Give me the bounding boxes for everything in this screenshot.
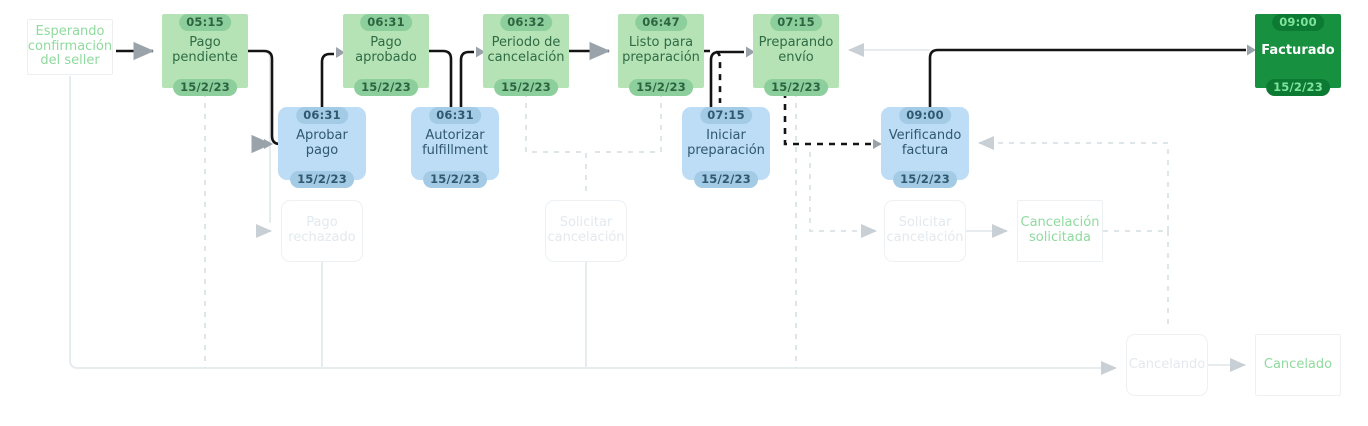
node-date-badge: 15/2/23 [1266,79,1330,96]
node-time-badge: 06:31 [296,107,348,124]
active-edges [116,41,1246,154]
node-periodo-de-cancelacion[interactable]: 06:32 Periodo de cancelación 15/2/23 [483,14,569,96]
node-date-badge: 15/2/23 [173,79,237,96]
node-time-badge: 07:15 [700,107,752,124]
node-time-badge: 07:15 [770,14,822,31]
node-date-badge: 15/2/23 [423,171,487,188]
node-label: Iniciar preparación [687,127,765,158]
node-label: Periodo de cancelación [487,35,565,65]
node-label: Solicitar cancelación [886,215,964,245]
node-label: Cancelado [1263,356,1333,372]
node-time-badge: 06:31 [360,14,412,31]
active-dashed-arrowheads [873,139,882,149]
node-time-badge: 09:00 [899,107,951,124]
node-preparando-envio[interactable]: 07:15 Preparando envío 15/2/23 [753,14,839,96]
node-label: Autorizar fulfillment [422,127,488,158]
node-date-badge: 15/2/23 [290,171,354,188]
node-label: Esperando confirmación del seller [27,23,113,69]
node-pago-rechazado[interactable]: Pago rechazado [281,200,363,262]
node-label: Verificando factura [888,127,962,158]
active-arrowheads [264,44,1256,149]
node-autorizar-fulfillment[interactable]: 06:31 Autorizar fulfillment 15/2/23 [411,107,499,188]
node-pago-pendiente[interactable]: 05:15 Pago pendiente 15/2/23 [162,14,248,96]
node-aprobar-pago[interactable]: 06:31 Aprobar pago 15/2/23 [278,107,366,188]
node-time-badge: 05:15 [179,14,231,31]
active-dashed-edges [704,49,872,146]
node-date-badge: 15/2/23 [764,79,828,96]
node-pago-aprobado[interactable]: 06:31 Pago aprobado 15/2/23 [343,14,429,96]
node-time-badge: 09:00 [1272,14,1324,31]
inactive-dashed-edges [204,92,1169,368]
node-label: Facturado [1261,42,1335,58]
node-time-badge: 06:47 [635,14,687,31]
node-time-badge: 06:31 [429,107,481,124]
node-solicitar-cancelacion-2[interactable]: Solicitar cancelación [884,200,966,262]
node-label: Cancelación solicitada [1020,215,1100,245]
node-label: Pago aprobado [355,35,417,65]
node-label: Listo para preparación [622,35,700,65]
node-date-badge: 15/2/23 [694,171,758,188]
node-label: Cancelando [1128,356,1206,372]
node-label: Aprobar pago [296,127,348,158]
node-verificando-factura[interactable]: 09:00 Verificando factura 15/2/23 [881,107,969,188]
node-date-badge: 15/2/23 [893,171,957,188]
node-solicitar-cancelacion-1[interactable]: Solicitar cancelación [545,200,627,262]
node-label: Preparando envío [758,35,834,65]
node-cancelado[interactable]: Cancelado [1255,334,1341,396]
node-label: Pago rechazado [288,215,356,245]
node-date-badge: 15/2/23 [629,79,693,96]
node-esperando-confirmacion-del-seller[interactable]: Esperando confirmación del seller [27,19,113,75]
node-listo-para-preparacion[interactable]: 06:47 Listo para preparación 15/2/23 [618,14,704,96]
node-date-badge: 15/2/23 [494,79,558,96]
node-label: Pago pendiente [172,35,238,65]
node-cancelacion-solicitada[interactable]: Cancelación solicitada [1017,200,1103,262]
node-date-badge: 15/2/23 [354,79,418,96]
node-facturado[interactable]: 09:00 Facturado 15/2/23 [1255,14,1341,96]
node-time-badge: 06:32 [500,14,552,31]
node-iniciar-preparacion[interactable]: 07:15 Iniciar preparación 15/2/23 [682,107,770,188]
node-cancelando[interactable]: Cancelando [1126,334,1208,396]
node-label: Solicitar cancelación [547,215,625,245]
